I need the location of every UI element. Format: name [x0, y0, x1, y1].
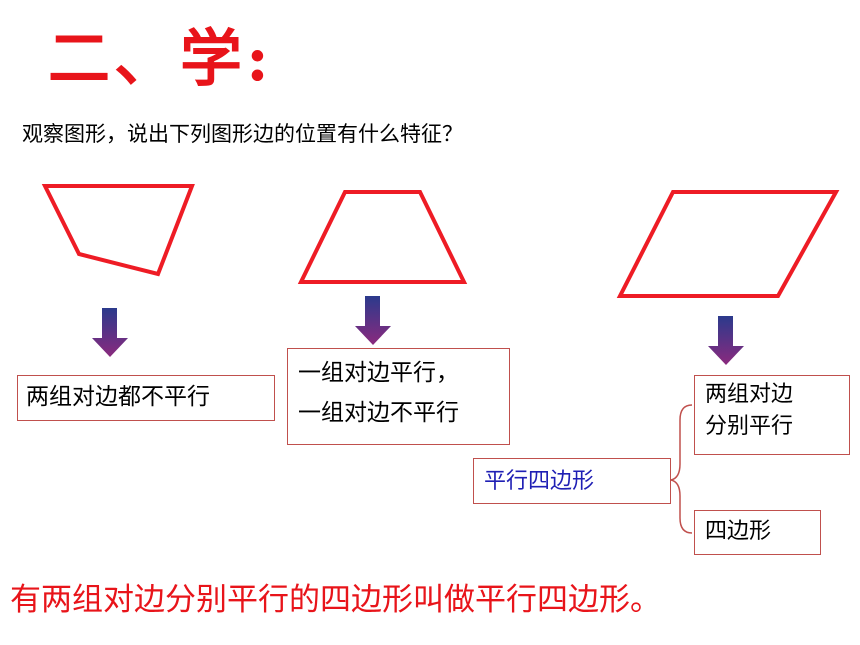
definition-text: 有两组对边分别平行的四边形叫做平行四边形。: [10, 582, 661, 618]
down-arrow-icon: [708, 316, 744, 365]
curly-brace: [670, 404, 693, 534]
label-box-quadrilateral: 四边形: [694, 510, 821, 555]
label-box-no-parallel: 两组对边都不平行: [17, 375, 275, 421]
label-box-parallelogram: 平行四边形: [473, 458, 671, 504]
label-text: 平行四边形: [484, 469, 595, 494]
down-arrow-icon: [355, 296, 391, 345]
irregular-quadrilateral-shape: [41, 184, 195, 277]
down-arrow-icon: [92, 308, 128, 357]
question-text: 观察图形，说出下列图形边的位置有什么特征？: [22, 122, 463, 146]
label-text-line1: 两组对边: [705, 382, 794, 407]
label-box-two-pairs-parallel: 两组对边 分别平行: [694, 375, 850, 455]
label-text-line2: 一组对边不平行: [298, 400, 459, 427]
parallelogram-shape: [616, 190, 840, 298]
label-text: 四边形: [705, 519, 772, 544]
trapezoid-shape: [297, 190, 468, 284]
label-text-line2: 分别平行: [705, 413, 794, 439]
label-text: 两组对边都不平行: [26, 384, 210, 410]
label-text-line1: 一组对边平行，: [298, 360, 459, 386]
page-title: 二、学:: [48, 22, 273, 95]
label-box-one-pair-parallel: 一组对边平行， 一组对边不平行: [287, 348, 510, 445]
